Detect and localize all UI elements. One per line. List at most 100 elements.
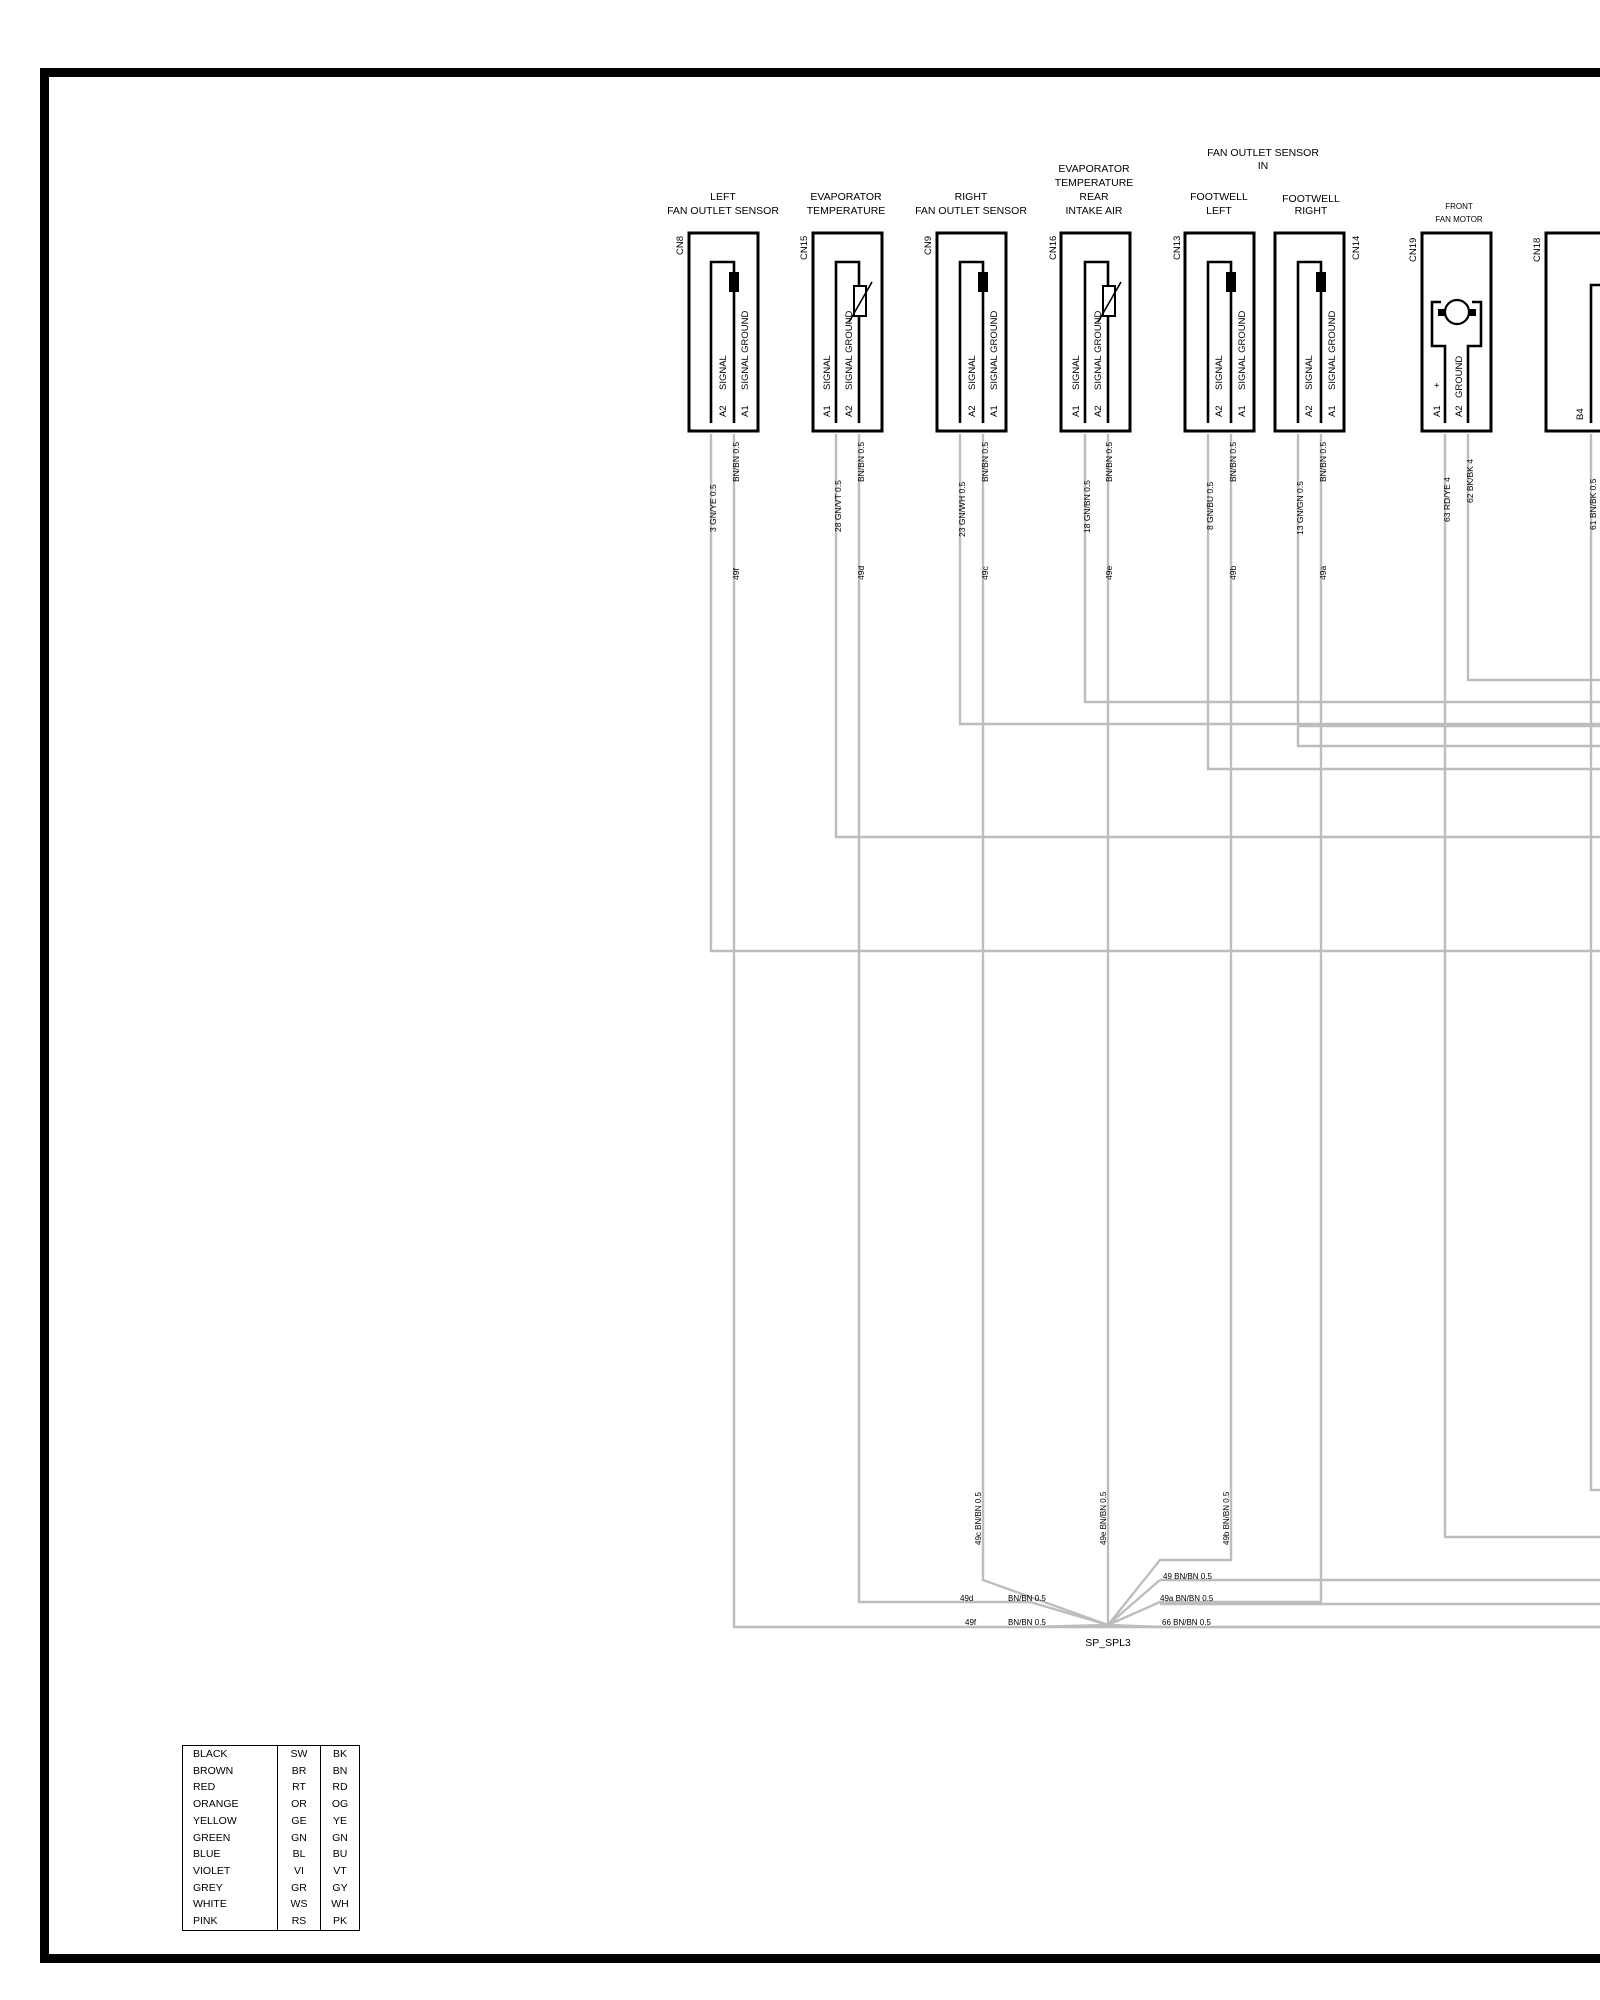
cn9-sensor-icon bbox=[978, 272, 988, 292]
component-cn15[interactable]: EVAPORATOR TEMPERATURE CN15 A1 A2 SIGNAL… bbox=[799, 191, 885, 580]
cn16-wire-2: BN/BN 0.5 bbox=[1104, 442, 1114, 482]
legend-german-code: VI bbox=[277, 1862, 321, 1880]
legend-german-code: SW bbox=[277, 1745, 321, 1763]
splice-label-49c: 49c BN/BN 0.5 bbox=[974, 1492, 983, 1545]
wire-cn15-a1 bbox=[834, 434, 1600, 839]
wire-cn8-a2 bbox=[709, 434, 1600, 953]
splice-label-49b: 49b BN/BN 0.5 bbox=[1222, 1491, 1231, 1545]
legend-color-name: GREY bbox=[182, 1879, 278, 1897]
legend-english-code: WH bbox=[331, 1898, 349, 1911]
cn9-branch: 49c bbox=[980, 566, 990, 580]
splice-label-49d-wire: BN/BN 0.5 bbox=[1008, 1594, 1046, 1603]
wire-cn8-a1 bbox=[732, 434, 1600, 1629]
component-cn8[interactable]: LEFT FAN OUTLET SENSOR CN8 A2 A1 SIGNAL … bbox=[667, 191, 779, 580]
wire-cn19-a2 bbox=[1466, 434, 1600, 682]
wire-splice-49 bbox=[1107, 1579, 1161, 1626]
cn16-pin-a1: A1 bbox=[1071, 405, 1082, 417]
wire-cn13-a2 bbox=[1206, 434, 1600, 771]
legend-english-code: GY bbox=[332, 1881, 348, 1894]
cn9-signal: SIGNAL bbox=[967, 355, 978, 390]
cn13-connector-box bbox=[1183, 231, 1256, 433]
cn9-signal-ground: SIGNAL GROUND bbox=[989, 311, 1000, 390]
cn15-connector-box bbox=[811, 231, 884, 433]
component-cn14[interactable]: FOOTWELL RIGHT CN14 A2 A1 SIGNAL SIGNAL … bbox=[1273, 193, 1362, 580]
cn15-signal-ground: SIGNAL GROUND bbox=[844, 311, 855, 390]
cn15-signal: SIGNAL bbox=[822, 355, 833, 390]
cn18-pin-b4: B4 bbox=[1575, 408, 1586, 420]
cn16-title-line4: INTAKE AIR bbox=[1066, 205, 1123, 217]
cn13-pin-a2: A2 bbox=[1214, 405, 1225, 417]
legend-color-name: YELLOW bbox=[182, 1812, 278, 1830]
cn9-title-line1: RIGHT bbox=[955, 191, 988, 203]
cn8-signal-ground: SIGNAL GROUND bbox=[740, 311, 751, 390]
cn8-signal: SIGNAL bbox=[718, 355, 729, 390]
splice-label-49: 49 BN/BN 0.5 bbox=[1163, 1572, 1212, 1581]
cn8-pin-a2: A2 bbox=[718, 405, 729, 417]
cn8-pin-a1: A1 bbox=[740, 405, 751, 417]
cn16-branch: 49e bbox=[1104, 566, 1114, 580]
cn8-title-line2: FAN OUTLET SENSOR bbox=[667, 205, 779, 217]
cn8-wire-1: 3 GN/YE 0.5 bbox=[708, 484, 718, 532]
component-cn18[interactable]: CN18 B4 61 BN/BK 0.5 bbox=[1532, 231, 1600, 530]
diagram-frame bbox=[40, 68, 1600, 1963]
legend-english-code: BN bbox=[332, 1764, 348, 1777]
cn15-pin-a2: A2 bbox=[844, 405, 855, 417]
splice-sp-spl3[interactable]: 49c BN/BN 0.5 49e BN/BN 0.5 49b BN/BN 0.… bbox=[960, 1491, 1231, 1649]
cn16-title-line2: TEMPERATURE bbox=[1055, 177, 1134, 189]
legend-color-name: PINK bbox=[182, 1913, 278, 1931]
motor-icon bbox=[1443, 298, 1471, 326]
cn18-ref: CN18 bbox=[1532, 238, 1543, 262]
legend-german-code: OR bbox=[277, 1796, 321, 1813]
cn13-signal-ground: SIGNAL GROUND bbox=[1237, 311, 1248, 390]
cn19-wire-2: 62 BK/BK 4 bbox=[1465, 459, 1475, 503]
legend-german-code: GN bbox=[277, 1829, 321, 1847]
cn14-ref: CN14 bbox=[1351, 236, 1362, 260]
cn8-wire-2: BN/BN 0.5 bbox=[731, 442, 741, 482]
cn14-signal-ground: SIGNAL GROUND bbox=[1327, 311, 1338, 390]
cn8-ref: CN8 bbox=[675, 236, 686, 255]
cn15-branch: 49d bbox=[856, 566, 866, 580]
legend-german-code: GR bbox=[277, 1879, 321, 1897]
wire-cn16-a1 bbox=[1083, 434, 1600, 704]
legend-german-code: BL bbox=[277, 1846, 321, 1863]
cn19-connector-box bbox=[1420, 231, 1493, 433]
cn16-title-line3: REAR bbox=[1079, 191, 1109, 203]
component-cn19[interactable]: FRONT FAN MOTOR CN19 A1 A2 + GROUND 63 R… bbox=[1408, 202, 1493, 522]
cn19-ground: GROUND bbox=[1454, 356, 1465, 398]
cn16-wire-1: 18 GN/BN 0.5 bbox=[1082, 480, 1092, 533]
cn8-sensor-icon bbox=[729, 272, 739, 292]
cn15-wire-1: 28 GN/VT 0.5 bbox=[833, 480, 843, 532]
legend-color-name: WHITE bbox=[182, 1896, 278, 1914]
legend-german-code: BR bbox=[277, 1762, 321, 1780]
group-title-line1: FAN OUTLET SENSOR bbox=[1207, 147, 1319, 159]
cn13-pin-a1: A1 bbox=[1237, 405, 1248, 417]
legend-english-code: VT bbox=[333, 1864, 347, 1877]
wire-routing bbox=[709, 434, 1600, 1629]
wire-splice-49f bbox=[1029, 1623, 1109, 1629]
cn14-pin-a2: A2 bbox=[1304, 405, 1315, 417]
wire-splice-66 bbox=[1107, 1623, 1161, 1629]
legend-color-name: BLUE bbox=[182, 1846, 278, 1863]
component-cn9[interactable]: RIGHT FAN OUTLET SENSOR CN9 A2 A1 SIGNAL… bbox=[915, 191, 1027, 580]
group-title-line2: IN bbox=[1258, 160, 1269, 172]
component-cn13[interactable]: FOOTWELL LEFT CN13 A2 A1 SIGNAL SIGNAL G… bbox=[1172, 191, 1256, 580]
legend-english-code: GN bbox=[332, 1831, 348, 1844]
splice-label-49a: 49a BN/BN 0.5 bbox=[1160, 1594, 1214, 1603]
cn9-title-line2: FAN OUTLET SENSOR bbox=[915, 205, 1027, 217]
cn8-branch: 49f bbox=[731, 568, 741, 580]
cn14-title-line1: FOOTWELL bbox=[1282, 193, 1340, 205]
cn13-branch: 49b bbox=[1228, 566, 1238, 580]
component-cn16[interactable]: EVAPORATOR TEMPERATURE REAR INTAKE AIR C… bbox=[1048, 163, 1133, 580]
legend-color-name: GREEN bbox=[182, 1829, 278, 1847]
splice-label-49f-id: 49f bbox=[965, 1618, 977, 1627]
cn15-pin-a1: A1 bbox=[822, 405, 833, 417]
cn14-pin-a1: A1 bbox=[1327, 405, 1338, 417]
cn13-title-line1: FOOTWELL bbox=[1190, 191, 1248, 203]
